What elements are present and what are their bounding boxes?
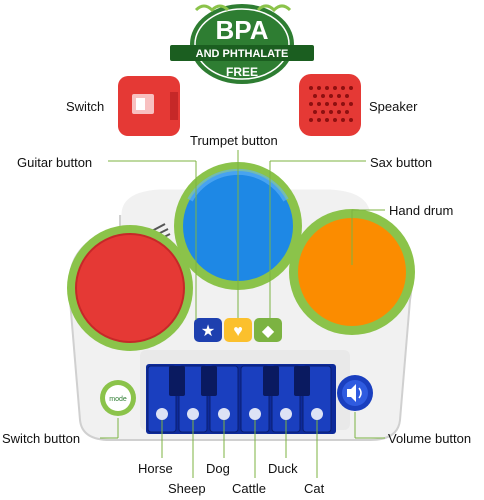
leader-lines [100, 150, 385, 478]
trumpet-button-label: Trumpet button [190, 133, 278, 148]
piano-keys [146, 364, 336, 434]
switch-button-label: Switch button [2, 431, 81, 446]
trumpet-heart-button: ♥ [224, 318, 252, 342]
guitar-star-button: ★ [194, 318, 222, 342]
animal-label-cat: Cat [304, 481, 325, 496]
orange-drum [289, 209, 415, 335]
star-icon: ★ [201, 323, 215, 340]
sax-button-label: Sax button [370, 155, 433, 170]
switch-detail [118, 76, 180, 136]
badge-seal [190, 4, 294, 84]
bpa-free-badge: BPA AND PHTHALATE FREE [170, 4, 314, 84]
speaker-label: Speaker [369, 99, 418, 114]
heart-icon: ♥ [233, 323, 243, 340]
speaker-grille-icon [299, 74, 361, 136]
badge-text-free: FREE [226, 65, 258, 79]
guitar-button-label: Guitar button [17, 155, 93, 170]
switch-label: Switch [66, 99, 105, 114]
volume-button [337, 375, 373, 411]
hand-drum-label: Hand drum [389, 203, 454, 218]
animal-label-duck: Duck [268, 461, 298, 476]
badge-ribbon [170, 45, 314, 61]
animal-label-horse: Horse [138, 461, 173, 476]
diamond-icon: ◆ [262, 323, 275, 340]
animal-label-sheep: Sheep [168, 481, 206, 496]
volume-button-label: Volume button [388, 431, 472, 446]
speaker-detail [299, 74, 361, 136]
red-drum [67, 225, 193, 351]
badge-text-phthalate: AND PHTHALATE [196, 48, 289, 60]
badge-text-bpa: BPA [216, 15, 269, 45]
animal-label-cattle: Cattle [232, 481, 266, 496]
animal-label-dog: Dog [206, 461, 230, 476]
mode-icon: mode [109, 396, 127, 403]
volume-icon [347, 384, 356, 402]
sax-diamond-button: ◆ [254, 318, 282, 342]
mode-button: mode [100, 380, 136, 416]
